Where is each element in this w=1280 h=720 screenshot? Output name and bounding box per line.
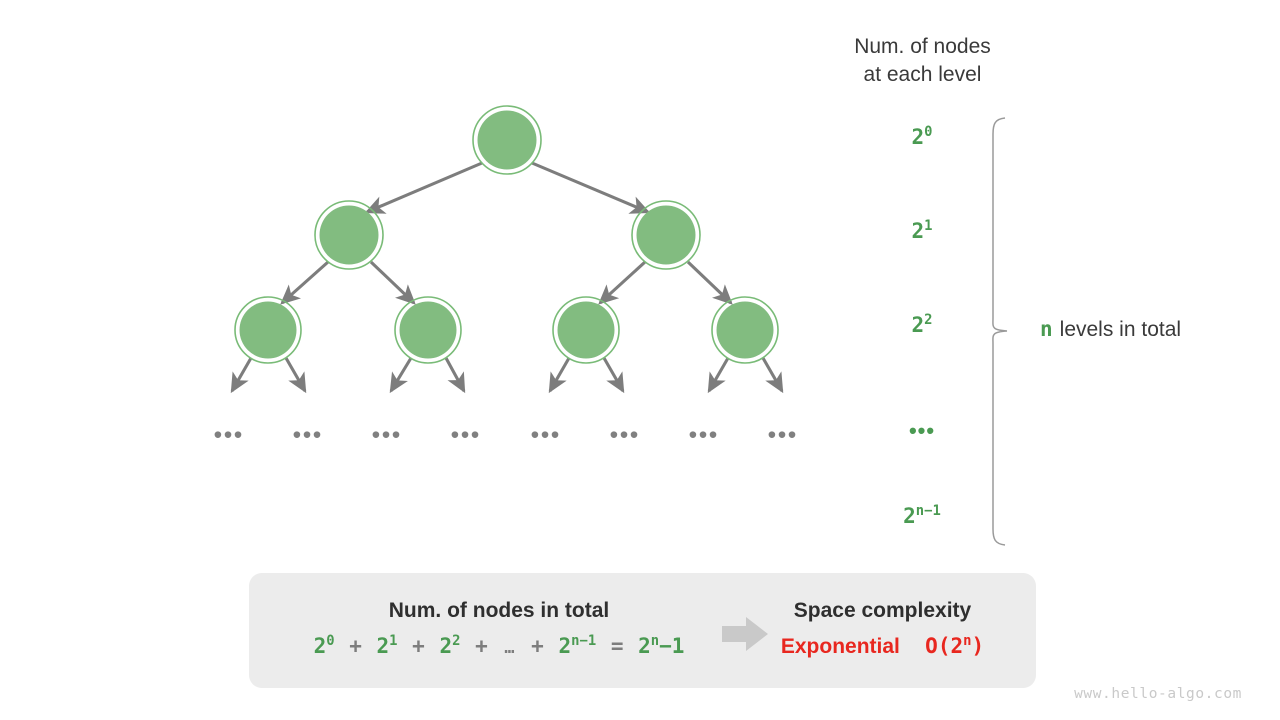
summary-panel: Num. of nodes in total 20 + 21 + 22 + … … (249, 573, 1036, 688)
formula-result: 2n−1 (638, 633, 685, 658)
formula-term-1: 20 (313, 633, 335, 658)
tree-nodes (234, 105, 779, 364)
tree-ellipsis-8: ••• (767, 421, 799, 448)
summary-right-value: Exponential O(2n) (729, 634, 1036, 659)
formula-term-last: 2n−1 (558, 633, 597, 658)
level-label-last: 2n−1 (862, 504, 982, 528)
tree-ellipsis-5: ••• (530, 421, 562, 448)
header-caption: Num. of nodes at each level (790, 33, 1055, 88)
formula-op-3: + (462, 634, 501, 658)
level-label-0-exp: 0 (924, 124, 933, 140)
formula-op-4: + (518, 634, 557, 658)
tree-ellipsis-6: ••• (609, 421, 641, 448)
level-label-2-exp: 2 (924, 312, 933, 328)
tree-ellipsis-1: ••• (213, 421, 245, 448)
formula-term-2: 21 (376, 633, 398, 658)
edge-root-left (364, 161, 483, 214)
edge-l1a-right (369, 260, 416, 305)
tree-node-root[interactable] (472, 105, 542, 175)
tree-ellipsis-2: ••• (292, 421, 324, 448)
tree-node-l2-a[interactable] (234, 296, 302, 364)
level-label-2: 22 (862, 313, 982, 337)
edge-l2d-right (761, 357, 784, 394)
level-label-0: 20 (862, 125, 982, 149)
level-label-1-exp: 1 (924, 218, 933, 234)
formula-term-ellipsis: … (504, 637, 515, 657)
edge-l2a-left (230, 357, 253, 394)
summary-right-title: Space complexity (793, 599, 972, 622)
formula-op-1: + (336, 634, 375, 658)
tree-node-l2-d[interactable] (711, 296, 779, 364)
level-label-0-base: 2 (911, 125, 925, 149)
level-label-1: 21 (862, 219, 982, 243)
formula-equals: = (598, 634, 637, 658)
formula-term-3: 22 (439, 633, 461, 658)
brace-label-text: levels in total (1059, 318, 1182, 341)
summary-left-title: Num. of nodes in total (388, 599, 610, 622)
edge-l2c-right (602, 357, 625, 394)
tree-node-l1-right[interactable] (631, 200, 701, 270)
level-label-ellipsis-text: ••• (908, 418, 936, 443)
header-caption-line1: Num. of nodes (854, 35, 991, 58)
levels-brace (992, 117, 1008, 546)
tree-node-l2-b[interactable] (394, 296, 462, 364)
complexity-notation: O(2n) (899, 633, 985, 658)
level-label-last-exp: n−1 (915, 503, 941, 519)
level-label-last-base: 2 (903, 504, 916, 528)
edge-l2c-left (548, 357, 571, 394)
summary-formula: 20 + 21 + 22 + … + 2n−1 = 2n−1 (249, 634, 749, 658)
tree-ellipsis-3: ••• (371, 421, 403, 448)
tree-node-l1-left[interactable] (314, 200, 384, 270)
formula-op-2: + (399, 634, 438, 658)
edge-l2a-right (284, 357, 307, 394)
complexity-word: Exponential (780, 635, 900, 658)
edge-l2b-right (444, 357, 466, 394)
tree-ellipsis-7: ••• (688, 421, 720, 448)
tree-edges (230, 161, 784, 394)
brace-label-symbol: n (1040, 317, 1053, 341)
edge-l1b-right (686, 260, 733, 305)
summary-left: Num. of nodes in total 20 + 21 + 22 + … … (249, 599, 749, 658)
summary-right: Space complexity Exponential O(2n) (729, 599, 1036, 659)
edge-l1a-left (280, 260, 330, 305)
edge-root-right (531, 161, 651, 214)
level-label-ellipsis: ••• (862, 418, 982, 444)
tree-ellipsis-4: ••• (450, 421, 482, 448)
header-caption-line2: at each level (863, 62, 982, 86)
edge-l2d-left (707, 357, 730, 394)
tree-node-l2-c[interactable] (552, 296, 620, 364)
edge-l2b-left (389, 357, 413, 394)
watermark: www.hello-algo.com (1074, 686, 1242, 702)
brace-label: n levels in total (1040, 317, 1181, 342)
level-label-1-base: 2 (911, 219, 925, 243)
level-label-2-base: 2 (911, 313, 925, 337)
right-block-arrow-icon (722, 617, 768, 651)
edge-l1b-left (598, 260, 647, 305)
